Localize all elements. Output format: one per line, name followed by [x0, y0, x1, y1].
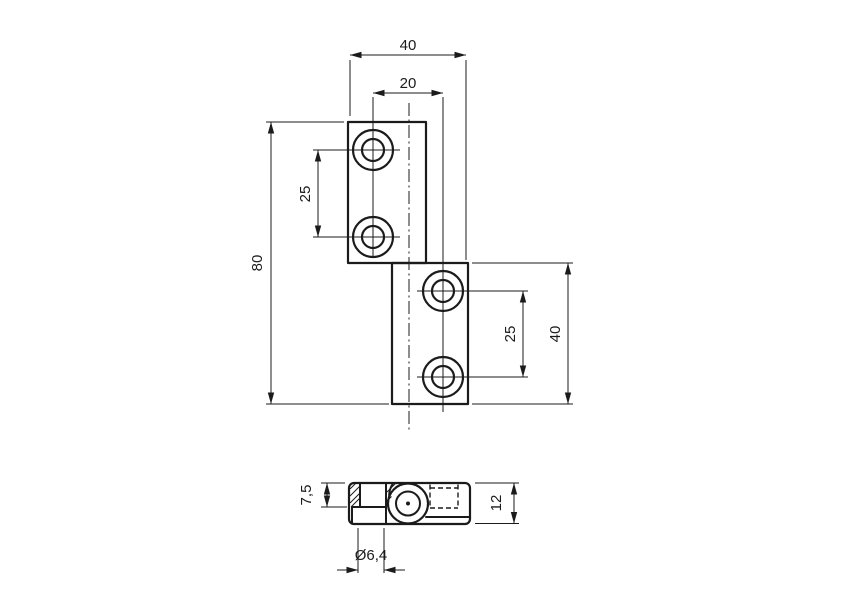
dim-thickness-label: 12: [488, 495, 505, 512]
dim-total-height: 80: [249, 121, 389, 405]
dim-hole-column-offset: 20: [373, 75, 443, 97]
upper-leaf-outline: [346, 120, 428, 265]
dim-hole-pitch-left: 25: [297, 150, 322, 237]
side-view-dimensions: 7,5 12 Ø6,4: [298, 482, 519, 574]
dim-counterbore-depth-label: 7,5: [298, 485, 315, 506]
dim-hole-pitch-right: 25: [502, 291, 527, 377]
pin-hole: [395, 490, 421, 517]
hole-top-1-bore: [360, 137, 386, 163]
counterbore-slot: [351, 506, 387, 524]
dim-hole-diameter-label: Ø6,4: [355, 547, 388, 564]
knuckle-slit: [388, 482, 394, 499]
section-hatching: [349, 483, 396, 507]
dim-hole-diameter: Ø6,4: [337, 528, 405, 574]
dim-counterbore-depth: 7,5: [298, 482, 347, 508]
pin-center-dot: [406, 501, 410, 506]
dim-leaf-height-label: 40: [547, 326, 564, 343]
dim-hole-pitch-right-label: 25: [502, 326, 519, 343]
upper-leaf-holes: [351, 128, 395, 259]
hole-bottom-1-bore: [430, 278, 456, 304]
hole-bottom-2-bore: [430, 364, 456, 390]
front-view: [313, 97, 528, 431]
side-view: [347, 481, 472, 526]
hole-bottom-2-counterbore: [421, 355, 465, 399]
hole-centerlines: [313, 97, 528, 412]
hidden-hole-lines: [429, 484, 459, 509]
hole-top-1-counterbore: [351, 128, 395, 172]
lower-leaf-outline: [390, 261, 470, 406]
dim-total-width: 40: [349, 37, 467, 260]
hole-top-2-bore: [360, 224, 386, 250]
dim-hole-pitch-left-label: 25: [297, 186, 314, 203]
dim-total-width-label: 40: [400, 37, 417, 54]
dim-hole-column-offset-label: 20: [400, 75, 417, 92]
hole-top-2-counterbore: [351, 215, 395, 259]
lower-leaf-holes: [421, 269, 465, 399]
dim-leaf-height: 40: [472, 262, 573, 405]
dim-thickness: 12: [475, 482, 519, 524]
dim-total-height-label: 80: [249, 255, 266, 272]
knuckle-barrel: [386, 482, 430, 525]
hole-bottom-1-counterbore: [421, 269, 465, 313]
front-view-dimensions: 40 20 80 25 25 40: [249, 37, 573, 405]
